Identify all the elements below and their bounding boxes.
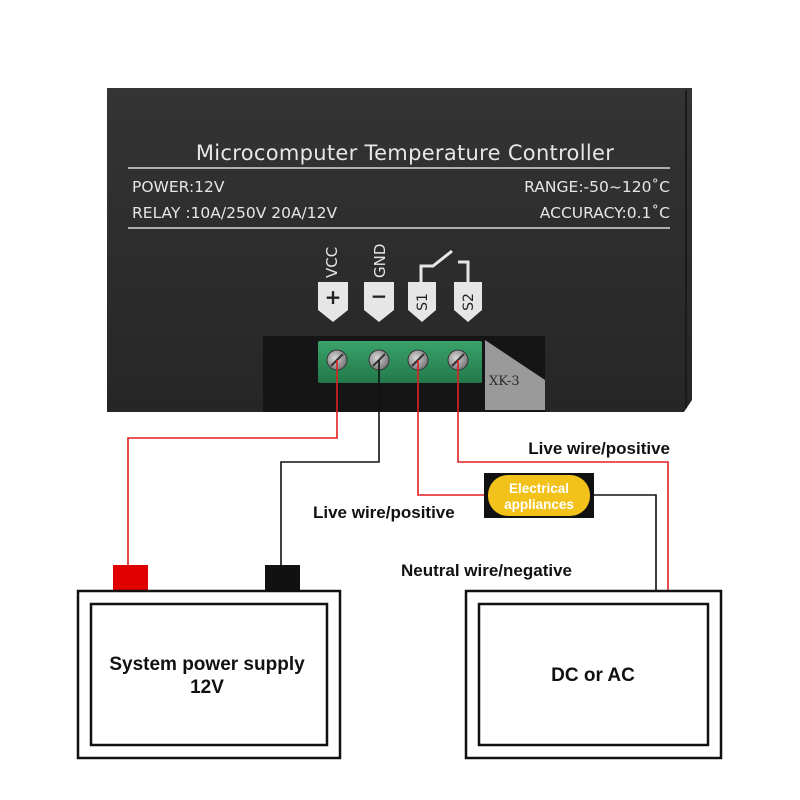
s2-label: S2	[461, 293, 477, 311]
terminal-marker-gnd: −	[364, 282, 394, 322]
appliance-label-line1: Electrical	[509, 481, 569, 496]
terminal-marker-vcc: +	[318, 282, 348, 322]
live-wire-label-mid: Live wire/positive	[313, 503, 455, 522]
vcc-label: VCC	[323, 247, 341, 278]
live-wire-label-top: Live wire/positive	[528, 439, 670, 458]
terminal-marker-s1: S1	[408, 282, 436, 322]
power-spec: POWER:12V	[132, 178, 225, 196]
minus-icon: −	[371, 284, 388, 308]
pcb-edge	[485, 340, 545, 410]
wire-appliance-to-source	[590, 494, 657, 592]
appliance-badge: Electrical appliances	[484, 473, 594, 518]
dc-ac-label: DC or AC	[551, 665, 635, 686]
neutral-wire-label: Neutral wire/negative	[401, 561, 572, 580]
battery-positive-terminal	[113, 565, 148, 590]
terminal-marker-s2: S2	[454, 282, 482, 322]
terminal-marking: XK-3	[489, 374, 520, 389]
wire-gnd-to-negative	[280, 360, 380, 568]
power-supply-label: System power supply	[109, 654, 305, 675]
wire-s1-to-appliance	[417, 360, 490, 496]
power-supply-box: System power supply 12V	[76, 565, 342, 760]
plus-icon: +	[325, 285, 342, 309]
appliance-label-line2: appliances	[504, 497, 574, 512]
relay-spec: RELAY :10A/250V 20A/12V	[132, 204, 338, 222]
wire-vcc-to-positive	[127, 360, 338, 568]
device-title: Microcomputer Temperature Controller	[196, 141, 614, 165]
dc-ac-source-box: DC or AC	[464, 589, 723, 760]
controller-device: Microcomputer Temperature Controller POW…	[107, 88, 692, 412]
battery-negative-terminal	[265, 565, 300, 590]
range-spec: RANGE:-50~120˚C	[524, 178, 670, 196]
accuracy-spec: ACCURACY:0.1˚C	[540, 204, 670, 222]
wire-s2-to-source	[457, 360, 669, 592]
s1-label: S1	[415, 293, 431, 311]
power-supply-voltage: 12V	[190, 677, 224, 698]
terminal-block	[318, 341, 482, 383]
relay-switch-icon	[419, 249, 470, 282]
gnd-label: GND	[371, 244, 389, 278]
device-body	[107, 88, 692, 412]
